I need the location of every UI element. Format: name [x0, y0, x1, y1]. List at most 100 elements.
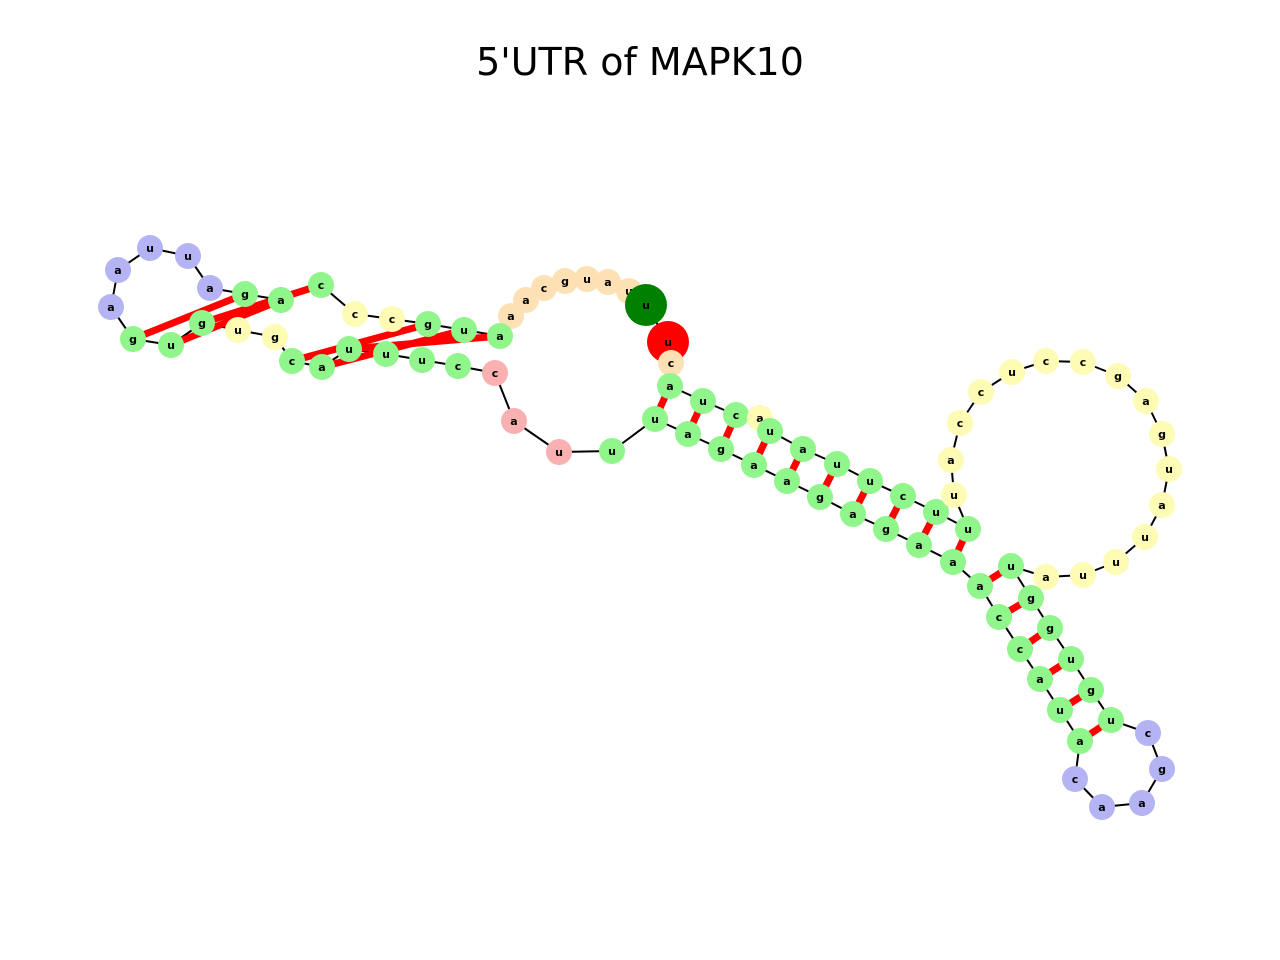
nucleotide-circle [105, 257, 131, 283]
nucleotide-88: c [342, 301, 368, 327]
nucleotide-45: g [1149, 756, 1175, 782]
nucleotide-circle [1089, 794, 1115, 820]
nucleotide-label: a [510, 415, 517, 428]
nucleotide-circle [723, 402, 749, 428]
nucleotide-12: u [690, 388, 716, 414]
nucleotide-circle [968, 379, 994, 405]
nucleotide-circle [487, 323, 513, 349]
nucleotide-label: a [507, 310, 514, 323]
nucleotide-circle [774, 468, 800, 494]
nucleotide-46: a [1129, 790, 1155, 816]
nucleotide-label: u [1007, 560, 1015, 573]
nucleotide-43: u [1098, 707, 1124, 733]
nucleotide-60: a [774, 468, 800, 494]
nucleotide-label: g [129, 333, 137, 346]
nucleotide-label: a [114, 264, 121, 277]
nucleotide-label: u [418, 354, 426, 367]
nucleotide-72: u [336, 336, 362, 362]
nucleotide-label: a [949, 556, 956, 569]
nucleotide-label: u [1107, 714, 1115, 727]
nucleotide-label: a [1042, 571, 1049, 584]
nucleotide-circle [599, 438, 625, 464]
nucleotide-circle [986, 604, 1012, 630]
nucleotide-15: u [757, 418, 783, 444]
nucleotide-70: u [409, 347, 435, 373]
nucleotide-circle [657, 373, 683, 399]
nucleotide-circle [409, 347, 435, 373]
nucleotide-42: g [1078, 677, 1104, 703]
nucleotide-label: a [496, 330, 503, 343]
nucleotide-circle [923, 499, 949, 525]
nucleotide-label: g [882, 523, 890, 536]
nucleotide-label: c [957, 417, 964, 430]
nucleotide-label: u [1067, 653, 1075, 666]
nucleotide-37: a [1033, 564, 1059, 590]
nucleotide-38: u [998, 553, 1024, 579]
nucleotide-label: g [717, 443, 725, 456]
nucleotide-76: u [225, 317, 251, 343]
nucleotide-34: u [1132, 524, 1158, 550]
nucleotide-41: u [1058, 646, 1084, 672]
nucleotide-circle [445, 353, 471, 379]
nucleotide-label: a [1076, 735, 1083, 748]
nucleotide-circle [197, 275, 223, 301]
nucleotide-4: g [552, 268, 578, 294]
nucleotide-circle [998, 553, 1024, 579]
nucleotide-28: c [1070, 349, 1096, 375]
nucleotide-71: u [373, 341, 399, 367]
nucleotide-circle [98, 294, 124, 320]
nucleotide-label: c [389, 313, 396, 326]
nucleotide-86: a [268, 287, 294, 313]
nucleotide-91: u [451, 317, 477, 343]
nucleotide-circle [1149, 421, 1175, 447]
nucleotide-68: c [482, 360, 508, 386]
nucleotide-40: g [1037, 615, 1063, 641]
nucleotide-63: a [675, 421, 701, 447]
nucleotide-label: c [900, 490, 907, 503]
nucleotide-label: u [625, 285, 633, 298]
nucleotide-22: u [941, 482, 967, 508]
nucleotide-11: a [657, 373, 683, 399]
nucleotide-label: u [1008, 366, 1016, 379]
nucleotide-label: g [1087, 684, 1095, 697]
nucleotide-21: u [955, 516, 981, 542]
nucleotide-circle [625, 284, 667, 326]
nucleotide-circle [1067, 728, 1093, 754]
nucleotide-label: a [1098, 801, 1105, 814]
nucleotide-19: c [890, 483, 916, 509]
nucleotide-47: a [1089, 794, 1115, 820]
nucleotide-circle [1098, 707, 1124, 733]
nucleotide-circle [308, 272, 334, 298]
nucleotide-48: c [1062, 766, 1088, 792]
nucleotide-circle [873, 516, 899, 542]
nucleotide-circle [309, 354, 335, 380]
nucleotide-label: u [950, 489, 958, 502]
nucleotide-25: c [968, 379, 994, 405]
nucleotide-label: u [583, 273, 591, 286]
nucleotide-18: u [857, 468, 883, 494]
nucleotide-label: a [976, 580, 983, 593]
nucleotide-61: a [741, 452, 767, 478]
nucleotide-label: u [146, 242, 154, 255]
nucleotide-circle [1007, 636, 1033, 662]
nucleotide-5: u [574, 266, 600, 292]
nucleotide-circle [1132, 524, 1158, 550]
nucleotide-92: a [487, 323, 513, 349]
nucleotide-circle [1033, 348, 1059, 374]
nucleotide-circle [574, 266, 600, 292]
nucleotide-label: g [1027, 592, 1035, 605]
nucleotide-label: u [345, 343, 353, 356]
nucleotide-circle [1078, 677, 1104, 703]
nucleotide-label: u [460, 324, 468, 337]
nucleotide-circle [642, 406, 668, 432]
nucleotide-label: c [1017, 643, 1024, 656]
nucleotide-circle [552, 268, 578, 294]
nucleotide-label: u [234, 324, 242, 337]
nucleotide-circle [675, 421, 701, 447]
nucleotide-52: c [1007, 636, 1033, 662]
nucleotide-circle [1133, 388, 1159, 414]
nucleotide-circle [1156, 456, 1182, 482]
nucleotide-label: u [651, 413, 659, 426]
nucleotide-54: a [967, 573, 993, 599]
